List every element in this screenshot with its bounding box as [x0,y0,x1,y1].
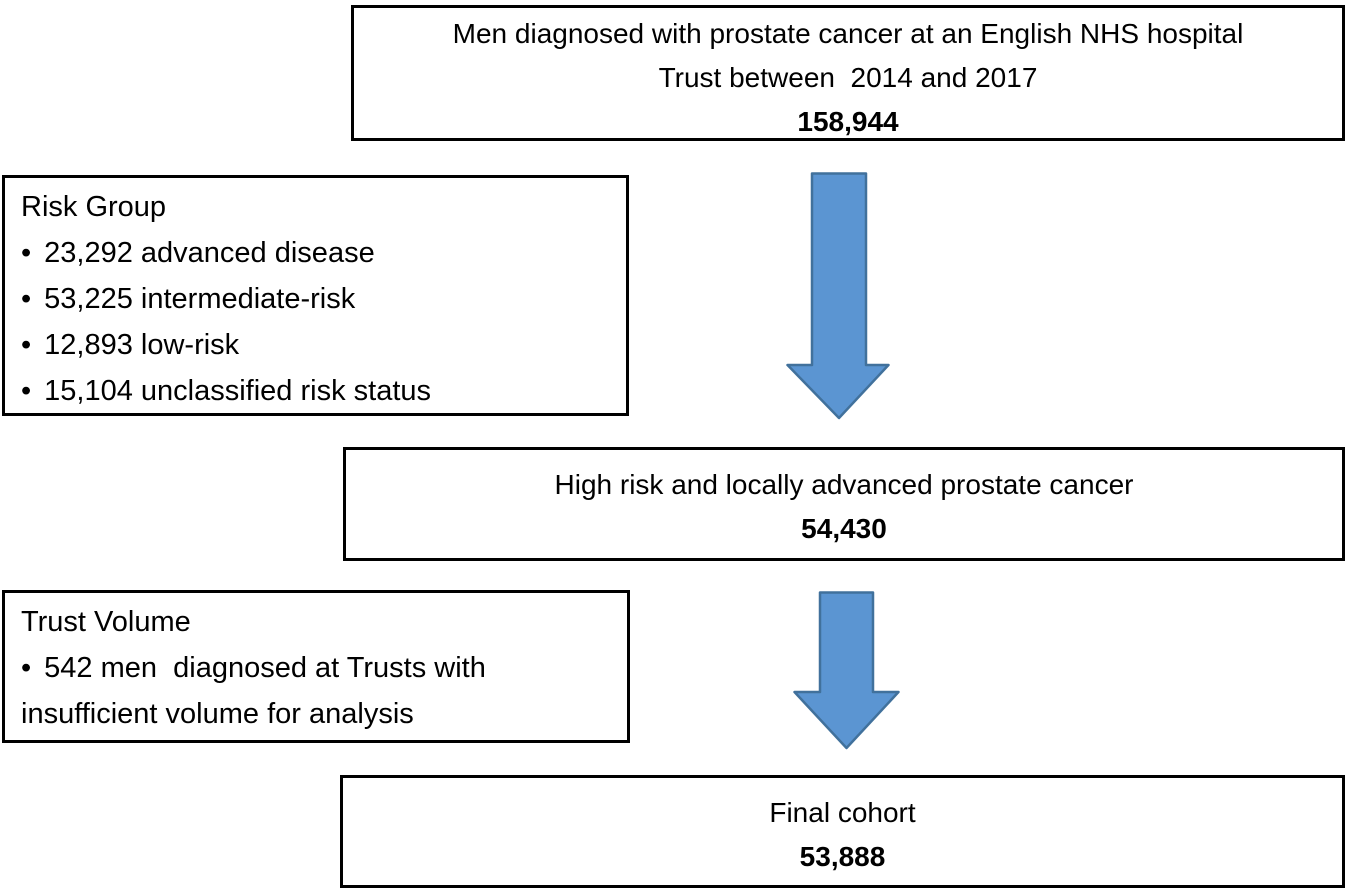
high-risk-text: High risk and locally advanced prostate … [554,469,1134,500]
high-risk-count: 54,430 [801,513,887,544]
down-arrow-icon [786,172,890,420]
final-cohort-box: Final cohort 53,888 [340,775,1345,888]
trust-volume-exclusion-box: Trust Volume 542 men diagnosed at Trusts… [2,590,630,743]
risk-group-item: 15,104 unclassified risk status [21,368,612,414]
final-cohort-count: 53,888 [799,841,886,872]
initial-cohort-box: Men diagnosed with prostate cancer at an… [351,5,1345,141]
initial-cohort-count: 158,944 [797,106,899,137]
risk-group-item: 23,292 advanced disease [21,230,612,276]
risk-group-title: Risk Group [21,191,167,223]
risk-group-item: 53,225 intermediate-risk [21,276,612,322]
risk-group-item: 12,893 low-risk [21,322,612,368]
initial-cohort-text-line2: Trust between 2014 and 2017 [658,62,1038,93]
high-risk-cohort-box: High risk and locally advanced prostate … [343,447,1345,561]
risk-group-exclusion-box: Risk Group 23,292 advanced disease 53,22… [2,175,629,416]
final-cohort-text: Final cohort [769,797,916,828]
trust-volume-title: Trust Volume [21,606,191,638]
initial-cohort-text-line1: Men diagnosed with prostate cancer at an… [452,18,1244,49]
trust-volume-item: 542 men diagnosed at Trusts with insuffi… [21,645,613,737]
down-arrow-icon [793,591,900,750]
